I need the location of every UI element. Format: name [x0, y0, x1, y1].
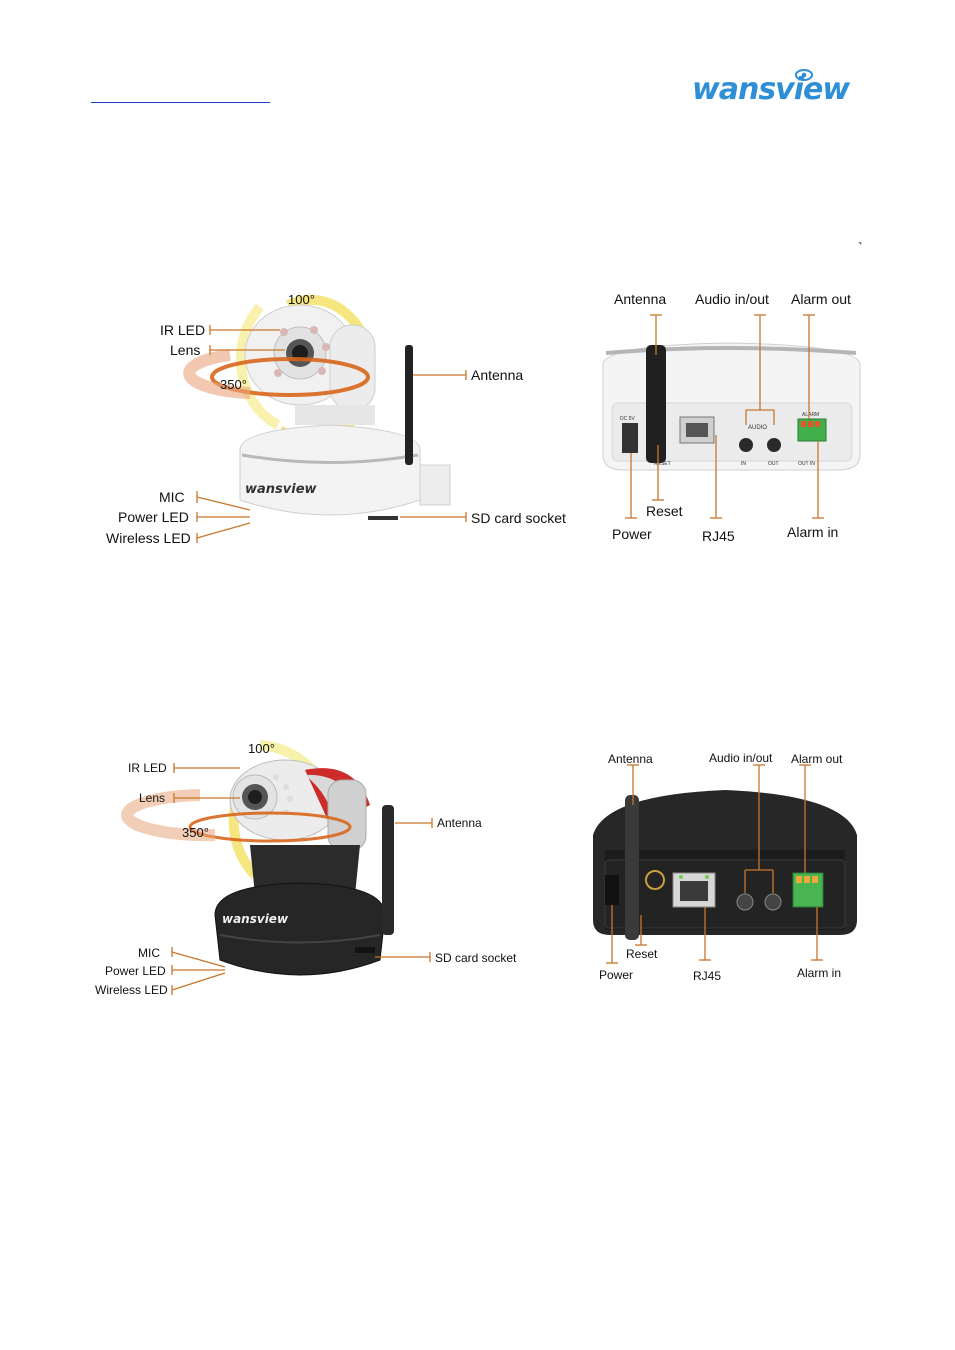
reset-label: Reset: [646, 503, 683, 519]
alarm-in-label: Alarm in: [787, 524, 838, 540]
white-camera-back-figure: DC 5V RESET AUDIO IN OUT ALARM OUT IN An…: [598, 285, 868, 550]
dc-panel-text: DC 5V: [620, 416, 635, 422]
power-jack: [622, 423, 638, 453]
ir-led-label: IR LED: [160, 322, 205, 338]
rear-panel: [611, 402, 853, 462]
ir-led-ring: [232, 774, 293, 820]
antenna-rod: [625, 795, 639, 940]
power-jack: [605, 875, 619, 905]
pan-arc: [188, 811, 352, 843]
antenna-label: Antenna: [471, 367, 523, 383]
antenna-label: Antenna: [608, 752, 653, 766]
audio-in-jack: [736, 893, 754, 911]
white-camera-front-figure: wansview 100° 350° IR LED Lens Antenna M…: [100, 285, 580, 550]
power-led-label: Power LED: [118, 509, 189, 525]
rj45-label: RJ45: [702, 528, 735, 544]
pan-angle-label: 350°: [182, 825, 209, 840]
tilt-angle-label: 100°: [248, 741, 275, 756]
mic-label: MIC: [159, 489, 185, 505]
audio-out-jack: [764, 893, 782, 911]
power-label: Power: [612, 526, 652, 542]
power-label: Power: [599, 968, 633, 982]
pan-arc: [210, 357, 370, 397]
sd-card-label: SD card socket: [435, 951, 517, 965]
pan-angle-label: 350°: [220, 377, 247, 392]
header-link-underline[interactable]: [91, 102, 270, 103]
alarm-in-label: Alarm in: [797, 966, 841, 980]
camera-yoke: [327, 779, 367, 851]
sd-slot: [355, 947, 375, 953]
alarm-out-label: Alarm out: [791, 752, 843, 766]
lens-label: Lens: [139, 791, 165, 805]
ir-led-label: IR LED: [128, 761, 167, 775]
wireless-led-label: Wireless LED: [106, 530, 191, 546]
logo-eye-icon: [795, 69, 813, 81]
camera-base: [239, 424, 421, 516]
reset-label: Reset: [626, 947, 658, 961]
sd-card-label: SD card socket: [471, 510, 566, 526]
black-camera-front-figure: wansview 100° 350° IR LED Lens Antenna M…: [90, 735, 540, 1000]
camera-base: [214, 882, 386, 976]
tilt-angle-label: 100°: [288, 292, 315, 307]
rj45-label: RJ45: [693, 969, 721, 983]
ir-led-ring: [273, 326, 330, 380]
audio-label: Audio in/out: [695, 291, 769, 307]
stray-mark: ˺: [858, 240, 862, 254]
wansview-logo: wansview: [692, 66, 864, 107]
in-panel-text: IN: [741, 461, 746, 467]
alarm-panel-text: ALARM: [802, 412, 819, 418]
antenna-rod: [405, 345, 413, 465]
audio-out-jack: [767, 438, 781, 452]
mic-label: MIC: [138, 946, 160, 960]
out-panel-text: OUT: [768, 461, 779, 467]
antenna-rod: [382, 805, 394, 935]
tilt-arc-back: [235, 303, 281, 430]
logo-text: wansview: [692, 72, 850, 106]
body-brand-text: wansview: [222, 912, 289, 926]
antenna-label: Antenna: [437, 816, 482, 830]
audio-panel-text: AUDIO: [748, 425, 767, 431]
alarm-out-label: Alarm out: [791, 291, 851, 307]
wireless-led-label: Wireless LED: [95, 983, 168, 997]
reset-panel-text: RESET: [654, 461, 671, 467]
audio-label: Audio in/out: [709, 751, 773, 765]
antenna-rod: [646, 345, 666, 463]
body-brand-text: wansview: [245, 482, 318, 497]
power-led-label: Power LED: [105, 964, 166, 978]
black-camera-back-figure: Antenna Audio in/out Alarm out Reset Pow…: [585, 745, 865, 990]
sd-slot: [368, 516, 398, 520]
camera-neck: [250, 845, 360, 895]
antenna-label: Antenna: [614, 291, 666, 307]
reset-ring: [645, 870, 665, 890]
out-in-panel-text: OUT IN: [798, 461, 815, 467]
lens-label: Lens: [170, 342, 200, 358]
audio-in-jack: [739, 438, 753, 452]
